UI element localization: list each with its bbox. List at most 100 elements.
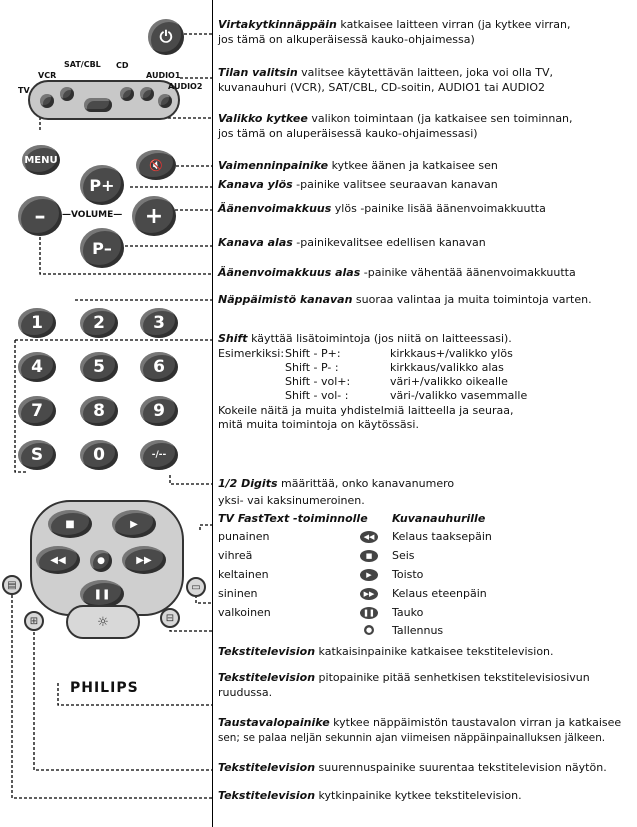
desc-backlight-line2: sen; se palaa neljän sekunnin ajan viime… [218,732,606,744]
vcr-action-1: Kelaus taaksepäin [392,530,492,543]
pause-icon: ❚❚ [93,588,111,600]
desc-keypad: Näppäimistö kanavan suoraa valintaa ja m… [218,293,592,306]
digit-8-button[interactable]: 8 [80,396,118,426]
shift-example-4-key: Shift - vol- : [285,389,349,402]
digit-7-button[interactable]: 7 [18,396,56,426]
shift-example-label: Esimerkiksi: [218,347,285,360]
shift-example-1-key: Shift - P+: [285,347,341,360]
shift-example-1-action: kirkkaus+/valikko ylös [390,347,513,360]
desc-teletext-cancel: Tekstitelevision katkaisinpainike katkai… [218,645,554,658]
fasttext-color-2: vihreä [218,549,253,562]
desc-volume-down: Äänenvoimakkuus alas -painike vähentää ä… [218,266,576,279]
desc-teletext-hold-line2: ruudussa. [218,686,273,699]
teletext-hold-button[interactable]: ⊟ [160,608,180,628]
source-satcbl-button[interactable] [84,98,112,112]
teletext-enlarge-button[interactable]: ⊞ [24,611,44,631]
digit-2-button[interactable]: 2 [80,308,118,338]
vcr-action-6: Tallennus [392,624,444,637]
desc-teletext-hold: Tekstitelevision pitopainike pitää senhe… [218,671,590,684]
digit-6-button[interactable]: 6 [140,352,178,382]
teletext-toggle-button[interactable]: ▤ [2,575,22,595]
desc-volume-up: Äänenvoimakkuus ylös -painike lisää ääne… [218,202,546,215]
shift-note-1: Kokeile näitä ja muita yhdistelmiä laitt… [218,404,514,417]
menu-button[interactable]: MENU [22,145,60,175]
source-vcr-button[interactable] [60,87,74,101]
vcr-heading: Kuvanauhurille [392,512,486,525]
desc-mode: Tilan valitsin valitsee käytettävän lait… [218,66,553,79]
mute-icon: 🔇 [149,158,163,172]
desc-menu-line2: jos tämä on aluperäisessä kauko-ohjaimes… [218,127,478,140]
source-label-satcbl: SAT/CBL [64,60,101,69]
brand-logo: PHILIPS [70,680,139,696]
shift-example-3-key: Shift - vol+: [285,375,351,388]
teletext-enlarge-icon: ⊞ [29,615,39,627]
power-icon: ⏻ [159,27,173,46]
rewind-icon: ◀◀ [50,554,66,566]
source-label-audio2: AUDIO2 [168,82,203,91]
vcr-action-5: Tauko [392,606,424,619]
digit-1-button[interactable]: 1 [18,308,56,338]
source-label-audio1: AUDIO1 [146,71,181,80]
stop-icon: ■ [65,518,75,530]
volume-up-button[interactable]: + [132,196,176,236]
rewind-button[interactable]: ◀◀ [36,546,80,574]
digit-9-button[interactable]: 9 [140,396,178,426]
fasttext-heading: TV FastText -toiminnolle [218,512,368,525]
pause-icon: ❚❚ [360,607,378,619]
backlight-icon: ☼ [97,614,109,630]
digit-3-button[interactable]: 3 [140,308,178,338]
rewind-icon: ◀◀ [360,531,378,543]
shift-note-2: mitä muita toimintoja on käytössäsi. [218,418,419,431]
vcr-action-3: Toisto [392,568,424,581]
source-tv-button[interactable] [40,94,54,108]
power-button[interactable]: ⏻ [148,19,184,55]
record-icon: ● [97,556,105,566]
play-button[interactable]: ▶ [112,510,156,538]
record-button[interactable]: ● [90,550,112,572]
digit-5-button[interactable]: 5 [80,352,118,382]
pause-button[interactable]: ❚❚ [80,580,124,608]
mute-button[interactable]: 🔇 [136,150,176,180]
vcr-action-2: Seis [392,549,415,562]
source-audio2-button[interactable] [158,94,172,108]
digit-0-button[interactable]: 0 [80,440,118,470]
desc-mode-line2: kuvanauhuri (VCR), SAT/CBL, CD-soitin, A… [218,81,545,94]
digit-4-button[interactable]: 4 [18,352,56,382]
fasttext-color-1: punainen [218,530,270,543]
vcr-action-4: Kelaus eteenpäin [392,587,487,600]
desc-channel-up: Kanava ylös -painike valitsee seuraavan … [218,178,498,191]
shift-button[interactable]: S [18,440,56,470]
channel-down-button[interactable]: P– [80,228,124,268]
backlight-button[interactable]: ☼ [66,605,140,639]
teletext-icon: ▤ [7,579,17,591]
forward-icon: ▶▶ [136,554,152,566]
fasttext-color-4: sininen [218,587,258,600]
desc-digits-line2: yksi- vai kaksinumeroinen. [218,494,365,507]
play-icon: ▶ [130,518,138,530]
source-audio1-button[interactable] [140,87,154,101]
digits-toggle-button[interactable]: -/-- [140,440,178,470]
teletext-cancel-button[interactable]: ▭ [186,577,206,597]
teletext-cancel-icon: ▭ [191,581,201,593]
source-label-vcr: VCR [38,71,57,80]
source-label-tv: TV [18,86,30,95]
fasttext-color-5: valkoinen [218,606,271,619]
forward-icon: ▶▶ [360,588,378,600]
fasttext-color-3: keltainen [218,568,269,581]
source-cd-button[interactable] [120,87,134,101]
desc-power-line2: jos tämä on alkuperäisessä kauko-ohjaime… [218,33,475,46]
source-label-cd: CD [116,61,129,70]
volume-label: —VOLUME— [62,210,123,220]
desc-teletext-toggle: Tekstitelevision kytkinpainike kytkee te… [218,789,522,802]
stop-button[interactable]: ■ [48,510,92,538]
channel-up-button[interactable]: P+ [80,165,124,205]
desc-backlight: Taustavalopainike kytkee näppäimistön ta… [218,716,622,729]
volume-down-button[interactable]: – [18,196,62,236]
play-icon: ▶ [360,569,378,581]
forward-button[interactable]: ▶▶ [122,546,166,574]
separator-line [212,0,213,827]
shift-example-4-action: väri-/valikko vasemmalle [390,389,528,402]
stop-icon: ■ [360,550,378,562]
teletext-hold-icon: ⊟ [165,612,175,624]
